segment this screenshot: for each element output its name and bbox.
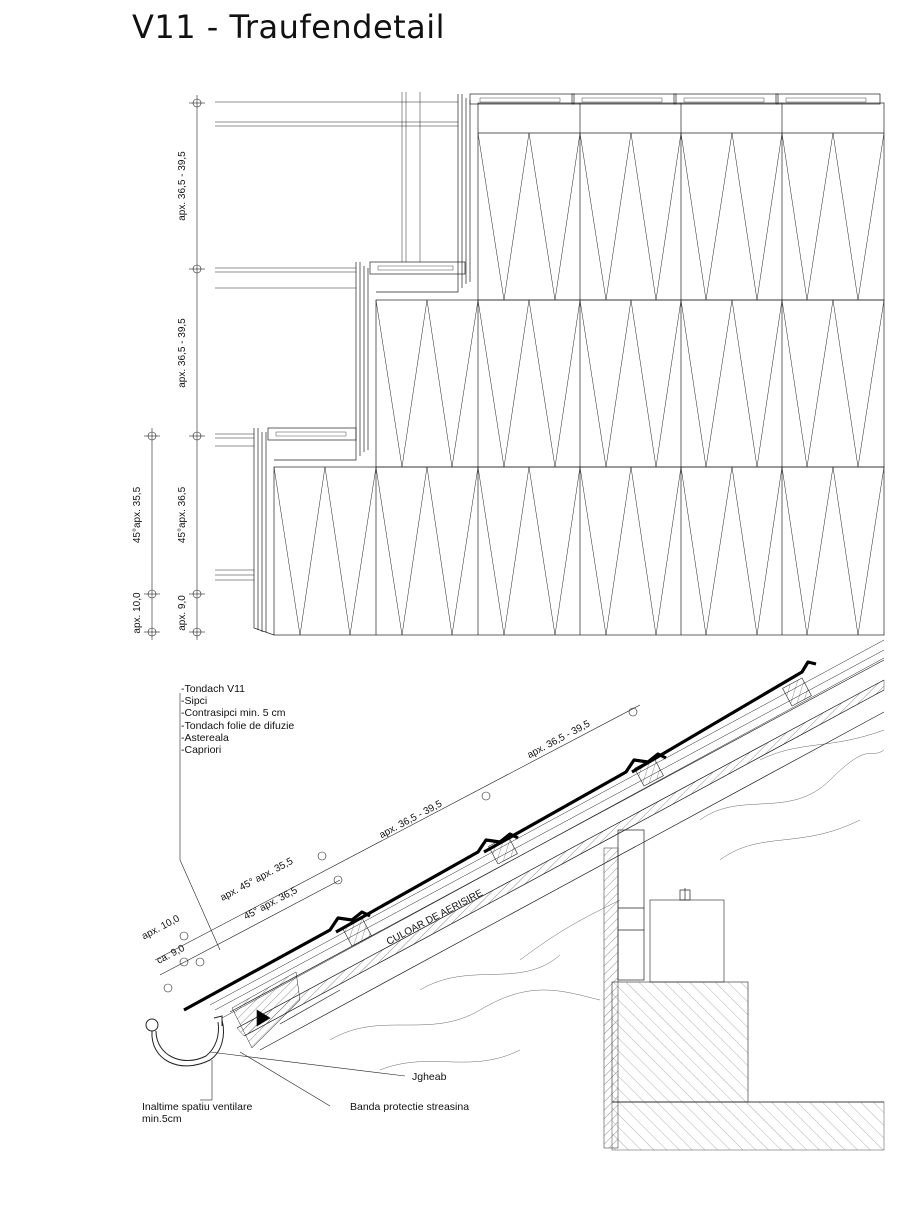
gutter: [145, 1015, 224, 1067]
section-dim-1: apx. 36,5 - 39,5: [526, 718, 593, 761]
layer-legend: -Tondach V11 -Sipci -Contrasipci min. 5 …: [181, 683, 294, 756]
ventilation-line-1: Inaltime spatiu ventilare: [142, 1101, 253, 1113]
tile-section: [183, 660, 817, 1012]
dim-row2: apx. 36,5 - 39,5: [177, 318, 188, 388]
eave-details: [231, 971, 341, 1049]
ventilation-label: Inaltime spatiu ventilare min.5cm: [142, 1101, 252, 1125]
wall: [603, 829, 885, 1151]
layer-item: -Sipci: [181, 695, 208, 708]
elevation-dimension-labels: apx. 36,5 - 39,5 apx. 36,5 - 39,5 45°apx…: [132, 151, 188, 634]
dim-row3: apx. 36,5 - 39,5: [177, 151, 188, 221]
gutter-label: Jgheab: [412, 1071, 447, 1083]
dim-row1-alt: 45°apx. 35,5: [132, 486, 143, 543]
dim-eave: apx. 9,0: [177, 595, 188, 631]
tile-row-top: [469, 93, 885, 301]
ventilation-line-2: min.5cm: [142, 1113, 182, 1125]
tile-side-edges: [253, 94, 471, 636]
layer-item: -Tondach V11: [181, 683, 246, 695]
section-dim-2: apx. 36,5 - 39,5: [378, 798, 445, 841]
section-view: [145, 639, 885, 1151]
elevation-view: [144, 92, 885, 640]
dim-row1: 45°apx. 36,5: [177, 486, 188, 543]
leader-lines: [179, 693, 406, 1107]
batten-lines: [215, 92, 458, 581]
eaves-label: Banda protectie streasina: [350, 1101, 470, 1113]
dim-eave-alt: apx. 10,0: [132, 592, 143, 634]
layer-item: -Tondach folie de difuzie: [181, 719, 295, 732]
elevation-dimensions: [144, 95, 205, 640]
page-title: V11 - Traufendetail: [132, 8, 446, 46]
section-dim-4: 45° apx. 36,5: [242, 885, 300, 923]
layer-item: -Astereala: [181, 731, 229, 744]
tile-row-middle: [369, 261, 885, 468]
rafter: [229, 659, 885, 1051]
wood-grain: [329, 729, 885, 1071]
layer-item: -Capriori: [181, 744, 222, 757]
tile-row-bottom: [267, 427, 885, 636]
layer-item: -Contrasipci min. 5 cm: [181, 707, 286, 720]
section-dim-5: apx. 10,0: [140, 913, 182, 942]
section-dimensions: [154, 704, 641, 993]
ventilation-channel: [209, 639, 885, 1019]
